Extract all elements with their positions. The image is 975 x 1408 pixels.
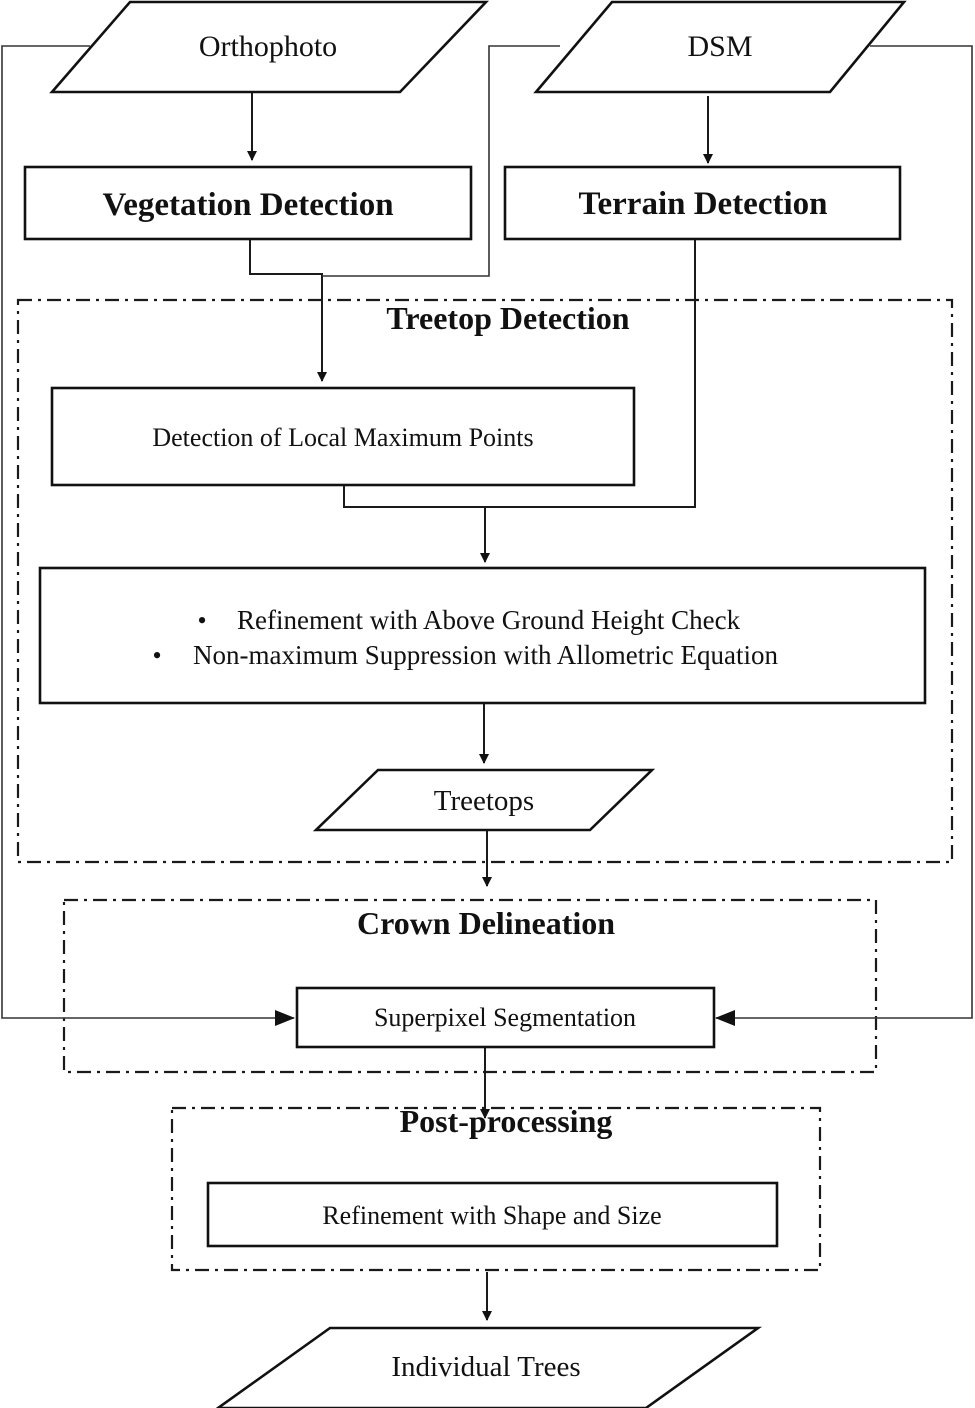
connector-dsm-localmax	[322, 45, 560, 277]
superpixel-label: Superpixel Segmentation	[374, 1003, 636, 1032]
orthophoto-label: Orthophoto	[199, 30, 337, 63]
orthophoto-input-shape	[49, 0, 490, 94]
connector-ortho-superpixel	[1, 45, 295, 1026]
treetops-output-shape	[312, 768, 656, 832]
local-maximum-label: Detection of Local Maximum Points	[152, 423, 533, 452]
refinement-item-2: Non-maximum Suppression with Allometric …	[193, 640, 778, 670]
post-processing-group	[170, 1106, 822, 1272]
vegetation-detection-label: Vegetation Detection	[102, 187, 393, 223]
shape-size-label: Refinement with Shape and Size	[322, 1201, 661, 1230]
treetops-label: Treetops	[434, 785, 534, 817]
refinement-bullet-2: •	[152, 641, 161, 670]
refinement-item-1: Refinement with Above Ground Height Chec…	[237, 605, 741, 635]
shape-size-box	[206, 1181, 779, 1248]
connector-veg-localmax	[249, 240, 327, 382]
connector-terrain-refinement	[485, 240, 696, 508]
connector-dsm-superpixel	[715, 45, 973, 1026]
crown-delineation-group	[62, 898, 878, 1074]
refinement-bullet-1: •	[197, 606, 206, 635]
superpixel-box	[295, 986, 716, 1049]
post-processing-title: Post-processing	[400, 1103, 613, 1139]
terrain-detection-label: Terrain Detection	[579, 186, 828, 222]
crown-delineation-title: Crown Delineation	[357, 905, 615, 941]
individual-trees-output-shape	[215, 1326, 763, 1408]
individual-trees-label: Individual Trees	[391, 1351, 580, 1383]
treetop-detection-group	[16, 298, 954, 864]
connector-localmax-refinement	[343, 486, 490, 563]
terrain-detection-box	[503, 165, 902, 241]
dsm-input-shape	[533, 0, 907, 94]
dsm-label: DSM	[687, 30, 752, 63]
refinement-box	[38, 566, 927, 705]
local-maximum-box	[50, 386, 636, 487]
treetop-detection-title: Treetop Detection	[386, 300, 629, 336]
vegetation-detection-box	[23, 165, 473, 241]
